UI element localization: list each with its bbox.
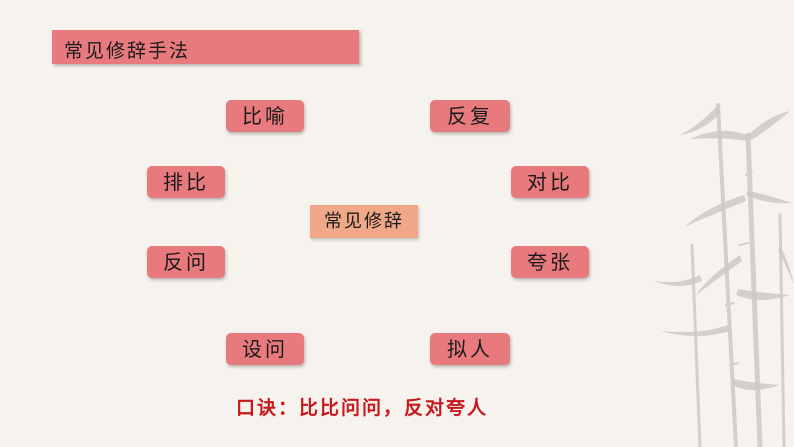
title-bar: 常见修辞手法 <box>52 30 359 64</box>
tag-contrast: 对比 <box>511 166 589 198</box>
tag-repetition: 反复 <box>430 100 510 132</box>
bamboo-decoration <box>654 103 794 447</box>
mnemonic-text: 口诀：比比问问，反对夸人 <box>236 397 489 419</box>
center-label: 常见修辞 <box>310 205 418 238</box>
tag-hyperbole: 夸张 <box>511 246 589 278</box>
tag-simile: 比喻 <box>226 100 304 132</box>
tag-personification: 拟人 <box>430 333 510 365</box>
tag-rhetorical-question: 反问 <box>147 246 225 278</box>
tag-parallelism: 排比 <box>147 166 225 198</box>
tag-hypophora: 设问 <box>226 333 304 365</box>
slide-title: 常见修辞手法 <box>64 40 191 62</box>
